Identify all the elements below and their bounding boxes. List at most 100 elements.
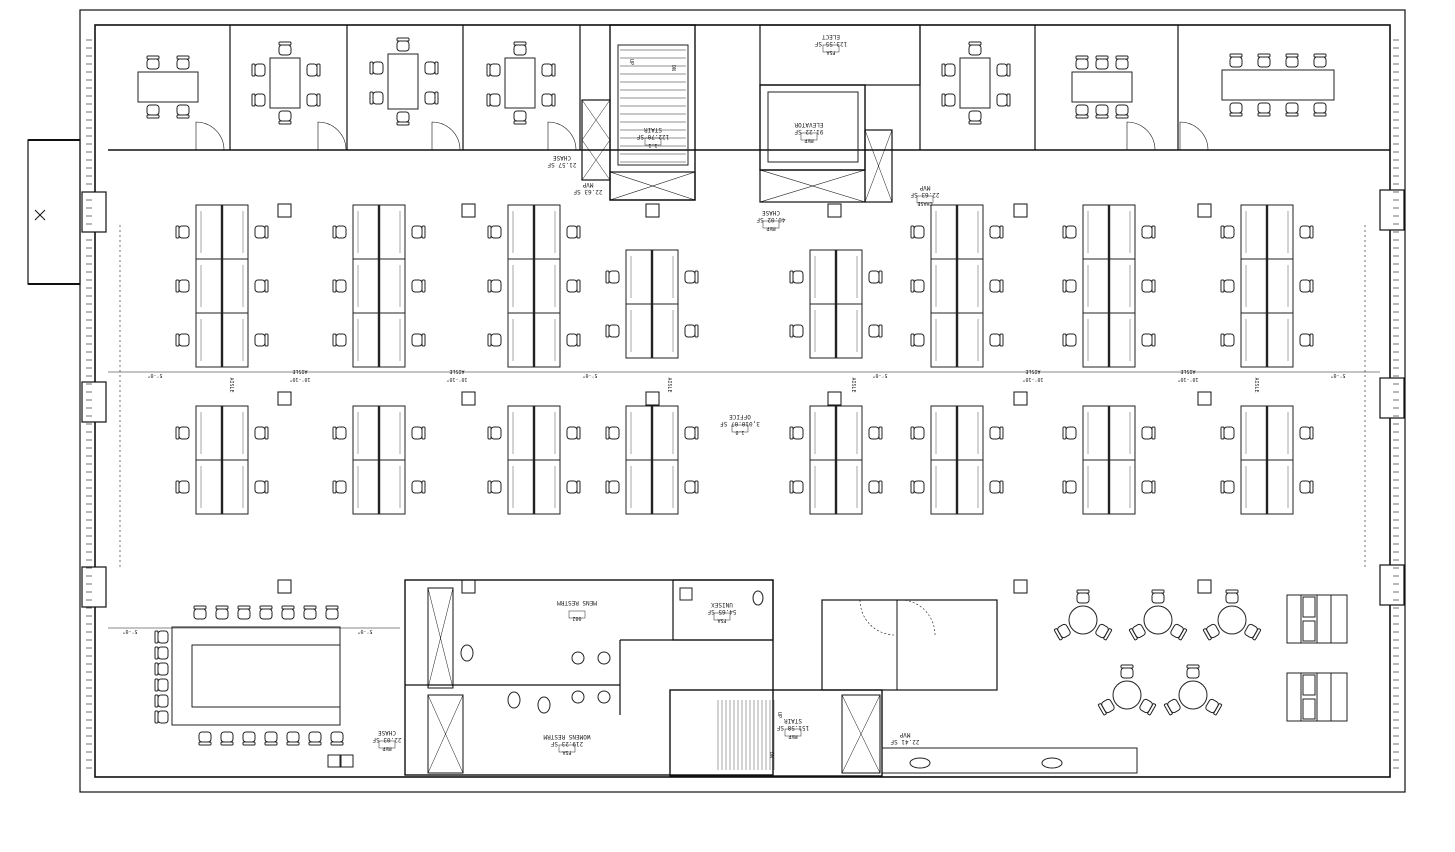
chair [1095,623,1113,641]
chair-back [605,426,610,440]
chair [1229,102,1243,117]
chair [910,225,925,239]
mens_restroom-tag: 002 [572,615,581,621]
chair-back [1062,333,1067,347]
chair-back [421,333,426,347]
stair-run [617,44,689,166]
chair [1285,102,1299,117]
chair-back [176,55,190,60]
chair-seat [792,480,804,494]
round-table [1217,605,1247,635]
chair-back [251,93,256,107]
chair [941,93,956,107]
chair-back [941,93,946,107]
chair [278,41,292,56]
wall-line [581,139,611,181]
chair [487,480,502,494]
chair-seat [1223,279,1235,293]
elevator-car [767,91,859,163]
chase_sw-area: 22.03 SF [372,736,401,743]
chair-back [1115,114,1129,119]
chair-seat [1095,58,1109,70]
chair [411,426,426,440]
chair-back [154,678,159,692]
chair-seat [1186,667,1200,679]
sink [1041,757,1063,769]
chair [1062,279,1077,293]
chair-back [605,480,610,494]
chair [566,279,581,293]
mens_restroom-name: MENS RESTRM [557,599,597,606]
chair-seat [1313,102,1327,114]
column [81,566,107,608]
chair [1095,55,1109,70]
aisle-label: AISLE [292,368,307,374]
chair [1313,53,1327,68]
chair-back [175,225,180,239]
chair-back [1151,480,1156,494]
chair [154,646,169,660]
chair-seat [254,93,266,107]
chair-back [878,324,883,338]
conference-table [1221,69,1335,101]
chair [605,270,620,284]
column-marker [461,391,476,406]
elect-name: ELECT [822,33,840,40]
column [81,191,107,233]
chair-back [421,426,426,440]
mvp-shaft [609,171,696,201]
chair [1062,480,1077,494]
chair-seat [157,662,169,676]
chair [1257,102,1271,117]
chair [215,605,229,620]
column-marker [827,203,842,218]
chair-seat [490,480,502,494]
chair-back [175,279,180,293]
chair [566,333,581,347]
chair-seat [303,608,317,620]
chair-back [1309,279,1314,293]
chair [989,333,1004,347]
chair-back [146,114,160,119]
chair-back [576,426,581,440]
chair-seat [1132,623,1146,639]
furniture-layer [137,37,1348,774]
chair-seat [1139,698,1153,714]
aisle-label: AISLE [1180,368,1195,374]
chair-back [278,41,292,46]
chair-back [1309,333,1314,347]
chair [175,333,190,347]
chair [254,333,269,347]
chair-seat [1257,102,1271,114]
chair-seat [792,270,804,284]
chair-seat [792,324,804,338]
chair-back [694,480,699,494]
chair [1141,279,1156,293]
chair [1299,426,1314,440]
chair [1053,623,1071,641]
chair-seat [1229,102,1243,114]
chair-seat [308,731,322,743]
door-swing [859,599,896,636]
chair-seat [513,110,527,122]
chair-seat [513,44,527,56]
chair [1220,426,1235,440]
chair-seat [566,426,578,440]
column [1379,189,1405,231]
chair-back [1163,703,1173,716]
chair [1139,698,1157,716]
mvp_n-name: MVP [582,181,593,188]
chair [1062,333,1077,347]
womens_restroom-tag: FSA [562,749,571,755]
chair-back [1257,112,1271,117]
chair [1115,104,1129,119]
chair-back [421,279,426,293]
chair [941,63,956,77]
column-marker [277,203,292,218]
dimension-label: 5'-0" [582,372,597,378]
chair-seat [1223,426,1235,440]
aisle-label: AISLE [666,377,672,392]
chair-back [1178,628,1188,641]
chair [1128,623,1146,641]
